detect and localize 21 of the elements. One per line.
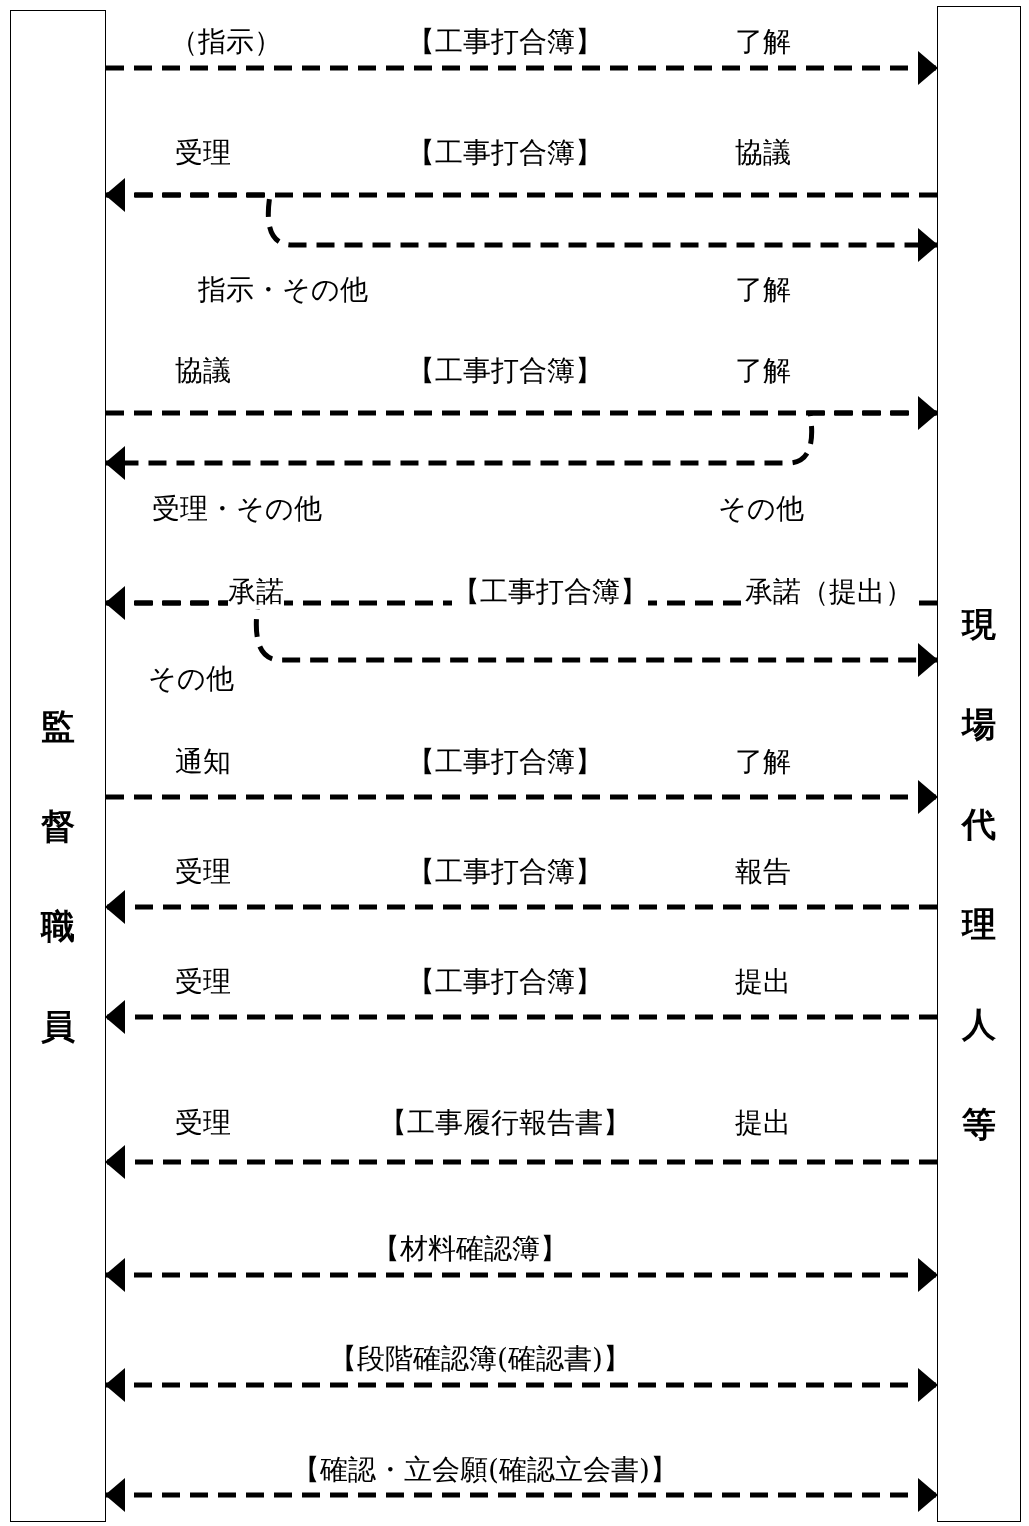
edge-label: 【工事打合簿】 (452, 575, 648, 609)
arrow (106, 600, 938, 677)
end-label: その他 (718, 492, 804, 526)
arrow (105, 1000, 937, 1034)
arrow (106, 192, 938, 262)
arrow (105, 1258, 938, 1292)
arrow (105, 1368, 938, 1402)
end-label: 指示・その他 (198, 273, 368, 307)
arrow (105, 178, 937, 212)
arrow (106, 396, 938, 430)
arrow (106, 780, 938, 814)
arrow (105, 1478, 938, 1512)
party-box: 監督職員 (10, 10, 106, 1522)
arrow (106, 51, 938, 85)
end-label: 承諾 (228, 575, 284, 609)
end-label: 受理・その他 (152, 492, 322, 526)
end-label: その他 (148, 662, 234, 696)
arrow (105, 890, 937, 924)
party-box: 現場代理人等 (937, 6, 1021, 1522)
arrow (105, 1145, 937, 1179)
arrow (105, 410, 937, 480)
